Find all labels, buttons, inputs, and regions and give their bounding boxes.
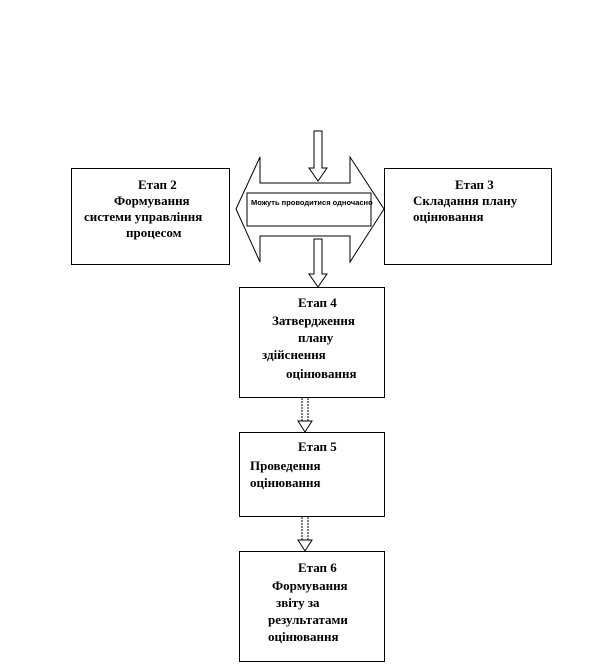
stage5-text-line: оцінювання <box>250 475 321 490</box>
stage3-text-line: оцінювання <box>413 209 484 224</box>
stage2-text-line: системи управління <box>84 209 203 224</box>
arrow-stage4-to-stage5 <box>297 398 313 433</box>
note-line: Можуть проводитися <box>251 198 331 207</box>
arrow-to-stage4 <box>308 238 328 288</box>
stage4-text-line: здійснення <box>262 347 326 362</box>
stage5-box: Етап 5 Проведення оцінювання <box>239 432 385 517</box>
stage2-text-line: Формування <box>114 193 190 208</box>
stage6-text-line: Формування <box>272 578 348 593</box>
stage2-box: Етап 2 Формування системи управління про… <box>71 168 230 265</box>
top-down-arrow <box>308 130 328 182</box>
stage4-title: Етап 4 <box>298 295 337 310</box>
stage4-box: Етап 4 Затвердження плану здійснення оці… <box>239 287 385 398</box>
arrow-stage5-to-stage6 <box>297 517 313 552</box>
stage6-text-line: звіту за <box>276 595 320 610</box>
stage4-text-line: плану <box>298 330 334 345</box>
stage3-title: Етап 3 <box>455 177 494 192</box>
stage6-text-line: результатами <box>268 612 348 627</box>
note-line: одночасно <box>332 198 373 207</box>
stage5-text-line: Проведення <box>250 458 321 473</box>
stage2-text-line: процесом <box>126 225 182 240</box>
stage6-box: Етап 6 Формування звіту за результатами … <box>239 551 385 662</box>
stage3-box: Етап 3 Складання плану оцінювання <box>384 168 552 265</box>
simultaneous-note-box <box>246 192 372 227</box>
stage2-title: Етап 2 <box>138 177 177 192</box>
stage4-text-line: Затвердження <box>272 313 355 328</box>
stage6-text-line: оцінювання <box>268 629 339 644</box>
stage5-title: Етап 5 <box>298 439 337 454</box>
stage4-text-line: оцінювання <box>286 366 357 381</box>
stage3-text-line: Складання плану <box>413 193 518 208</box>
stage6-title: Етап 6 <box>298 560 337 575</box>
simultaneous-note: Можуть проводитися одночасно <box>251 198 373 208</box>
